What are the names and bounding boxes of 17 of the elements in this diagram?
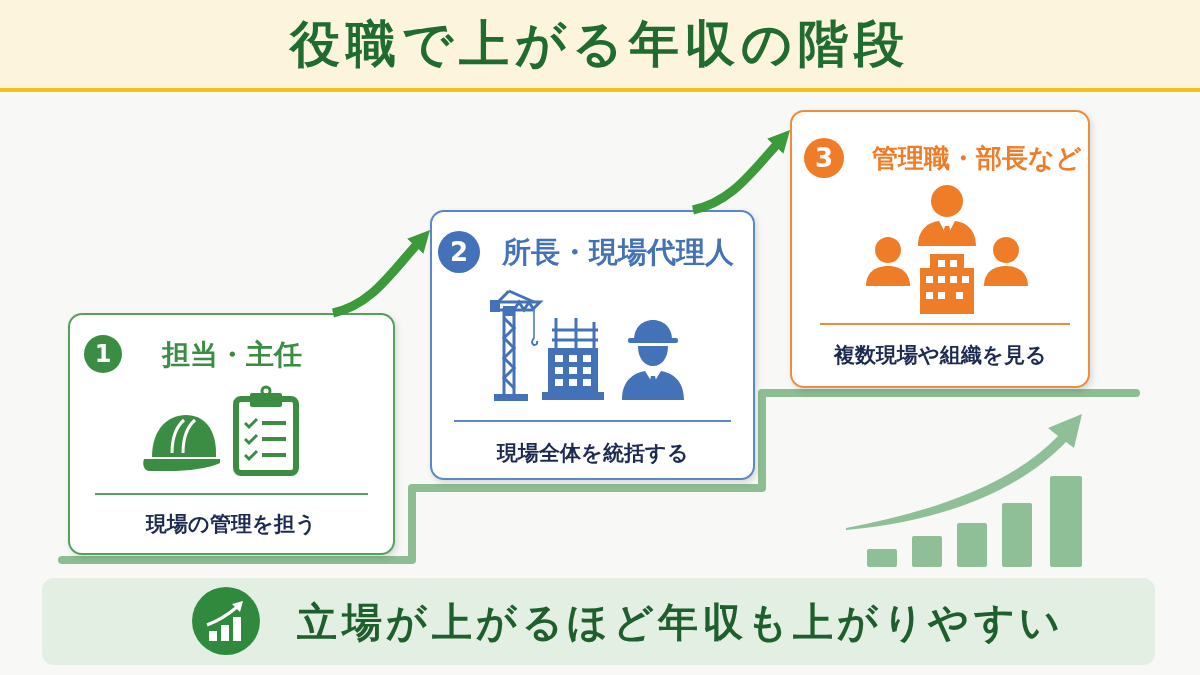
- step-number-badge: 1: [84, 335, 122, 373]
- step-number-badge: 2: [438, 231, 480, 273]
- curved-arrow: [331, 229, 430, 318]
- curved-arrow: [691, 129, 790, 215]
- step-title: 管理職・部長など: [872, 141, 1082, 175]
- summary-text: 立場が上がるほど年収も上がりやすい: [297, 597, 1065, 647]
- step-description: 現場全体を統括する: [495, 440, 690, 468]
- step-title: 担当・主任: [162, 336, 302, 373]
- step-card: [430, 210, 755, 480]
- step-description: 複数現場や組織を見る: [832, 342, 1048, 370]
- step-title: 所長・現場代理人: [502, 234, 734, 272]
- step-description: 現場の管理を担う: [144, 511, 318, 539]
- diagram-title: 役職で上がる年収の階段: [290, 16, 910, 72]
- step-card: [68, 313, 395, 555]
- step-number-badge: 3: [804, 138, 844, 178]
- step-card: [790, 110, 1090, 388]
- summary-banner: [42, 578, 1155, 665]
